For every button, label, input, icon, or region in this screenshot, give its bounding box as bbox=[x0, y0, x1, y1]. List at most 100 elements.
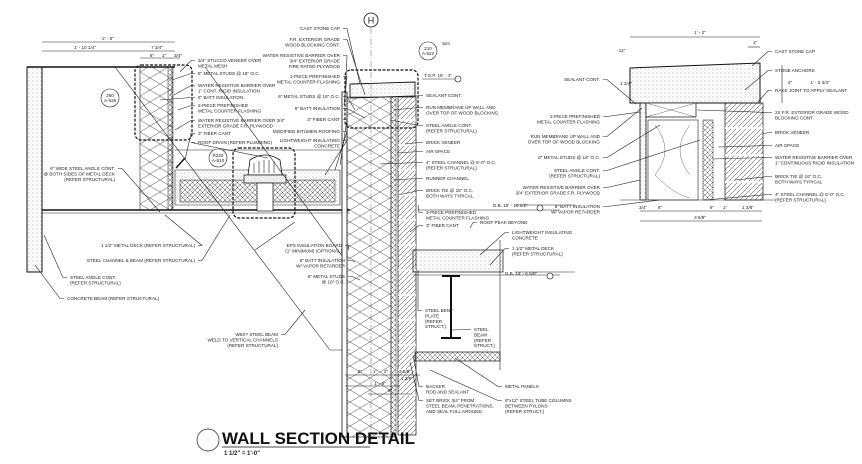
leader-line bbox=[489, 248, 509, 266]
leader-line bbox=[281, 309, 306, 335]
dimension-value: 1 3/4" bbox=[620, 81, 632, 86]
annotation-text: BRICK TIE @ 16" O.C. bbox=[775, 174, 822, 179]
annotation-text: (REFER STRUCT.) bbox=[505, 409, 545, 414]
leader-line bbox=[454, 357, 502, 387]
annotation-text: BLOCKING CONT. bbox=[775, 115, 814, 120]
annotation-label: METAL PANELS bbox=[454, 357, 539, 389]
annotation-label: 6" METAL STUDS @ 16" O.C. bbox=[538, 124, 661, 160]
stud-wall bbox=[139, 66, 173, 211]
leader-line bbox=[118, 168, 161, 213]
leader-line bbox=[343, 28, 361, 85]
dimension-value: 1 3/8" bbox=[401, 376, 413, 381]
dimension-value: 1" bbox=[753, 40, 758, 45]
annotation-text: 2-PIECE PREFINISHED bbox=[550, 114, 601, 119]
annotation-label: RUNNER CHANNEL bbox=[392, 176, 469, 181]
annotation-text: (REFER STRUCTURAL) bbox=[227, 343, 278, 348]
dimension-value: 6" bbox=[358, 369, 363, 374]
leader-line bbox=[179, 60, 195, 73]
annotation-text: SEALANT CONT. bbox=[426, 93, 462, 98]
annotation-text: BACKER bbox=[426, 384, 446, 389]
annotation-text: EPS INSULATION BOARD bbox=[287, 243, 343, 248]
annotation-text: METAL COUNTER FLASHING bbox=[426, 215, 489, 220]
annotation-text: BRICK VENEER bbox=[775, 130, 810, 135]
annotation-text: (REFER STRUCTURAL) bbox=[70, 280, 121, 285]
annotation-text: (REFER STRUCTURAL) bbox=[64, 177, 115, 182]
dimension-value: 2' - 8" bbox=[102, 36, 114, 41]
annotation-label: EPS INSULATION BOARD(1" MINIMUM) (OPTION… bbox=[285, 243, 350, 253]
annotation-text: WATER RESISTIVE BARRIER OVER bbox=[198, 83, 276, 88]
annotation-label: CONCRETE BEAM (REFER STRUCTURAL) bbox=[34, 264, 160, 301]
annotation-text: RUN MEMBRANE UP WALL AND bbox=[530, 134, 600, 139]
leader-line bbox=[348, 260, 356, 263]
callout-260[interactable] bbox=[100, 88, 120, 108]
annotation-text: @ BOTH SIDES OF METAL DECK bbox=[43, 171, 115, 176]
annotation-text: 2X F.R. EXTERIOR GRADE WOOD bbox=[775, 110, 849, 115]
leader-line bbox=[404, 142, 423, 145]
annotation-text: W8X? STEEL BEAM bbox=[236, 332, 279, 337]
leader-line bbox=[345, 245, 350, 251]
dimension-value: 4" bbox=[788, 80, 793, 85]
dimension-value: 1' - 10 1/4" bbox=[74, 45, 96, 50]
annotation-text: 2-PIECE PREFINISHED bbox=[290, 74, 341, 79]
dimension-value: 1" bbox=[162, 53, 167, 58]
annotation-text: METAL COUNTER FLASHING bbox=[277, 79, 340, 84]
callout-sheet: A-628 bbox=[104, 98, 117, 103]
annotation-text: WELD TO VERTICAL CHANNELS bbox=[207, 337, 278, 342]
annotation-text: STONE ANCHORS bbox=[775, 68, 815, 73]
annotation-text: 1" CONTINUOUS RIGID INSULATION bbox=[775, 160, 854, 165]
leader-line bbox=[712, 157, 772, 160]
leader-line bbox=[174, 120, 195, 131]
annotation-text: 6" METAL STUDS @ 16" O.C. bbox=[198, 71, 260, 76]
leader-line bbox=[479, 232, 509, 256]
leader-line bbox=[603, 79, 637, 105]
annotation-label: BRICK TIE @ 16" O.C.BOTH WAYS TYPICAL bbox=[397, 188, 474, 198]
annotation-label: AIR SPACE bbox=[717, 143, 799, 148]
annotation-text: METAL MESH bbox=[198, 63, 227, 68]
annotation-text: WATER RESISTIVE BARRIER OVER bbox=[523, 185, 601, 190]
leader-line bbox=[603, 139, 701, 171]
annotation-text: 6" METAL STUDS @ 16" O.C. bbox=[278, 94, 340, 99]
leader-line bbox=[343, 108, 366, 119]
leader-line bbox=[696, 109, 772, 113]
annotation-label: STEEL ANGLE CONT.(REFER STRUCTURAL) bbox=[389, 119, 477, 133]
callout-210[interactable] bbox=[418, 41, 438, 61]
annotation-text: 1 1/2" METAL DECK bbox=[512, 246, 555, 251]
leader-line bbox=[171, 73, 195, 81]
annotation-label: ROOF PEAK BEYOND bbox=[469, 220, 528, 229]
annotation-text: LIGHTWEIGHT INSULATING bbox=[280, 138, 341, 143]
dimension-value: 1 3/8" bbox=[742, 205, 754, 210]
dimension-value: 1' - 2" bbox=[694, 30, 706, 35]
annotation-label: 6" METAL STUDS@ 16" O.C. bbox=[308, 274, 361, 284]
annotation-text: PLATE bbox=[425, 313, 439, 318]
leader-line bbox=[190, 142, 269, 159]
elevation-marker-icon bbox=[546, 272, 554, 280]
annotation-text: RUNNER CHANNEL bbox=[426, 176, 469, 181]
steel-beam-icon bbox=[441, 275, 461, 339]
leader-line bbox=[744, 70, 772, 91]
annotation-label: 4" STEEL CHANNEL @ 5'-0" O.C.(REFER STRU… bbox=[704, 192, 845, 202]
annotation-text: (REFER STRUCTURAL) bbox=[426, 165, 477, 170]
annotation-label: WATER RESISTIVE BARRIER OVER 3/4"EXTERIO… bbox=[174, 118, 285, 131]
annotation-text: OVER TOP OF WOOD BLOCKING bbox=[426, 110, 499, 115]
annotation-text: (REFER bbox=[474, 338, 492, 343]
annotation-text: 3/4" EXTERIOR GRADE bbox=[290, 58, 340, 63]
annotation-text: 4" STEEL CHANNEL @ 5'-0" O.C. bbox=[426, 160, 496, 165]
callout-r220[interactable] bbox=[208, 148, 228, 168]
leader-line bbox=[397, 190, 423, 196]
annotation-text: 3-PIECE PREFINISHED bbox=[426, 210, 477, 215]
annotation-text: 6" WIDE STEEL ANGLE CONT. bbox=[50, 166, 115, 171]
leader-line bbox=[396, 151, 423, 154]
annotation-text: 1 1/2" METAL DECK (REFER STRUCTURAL) bbox=[101, 243, 196, 248]
annotation-text: SEALANT CONT. bbox=[564, 77, 600, 82]
annotation-text: ROOF PEAK BEYOND bbox=[480, 220, 528, 225]
annotation-text: 6" BATT INSULATION bbox=[555, 204, 600, 209]
